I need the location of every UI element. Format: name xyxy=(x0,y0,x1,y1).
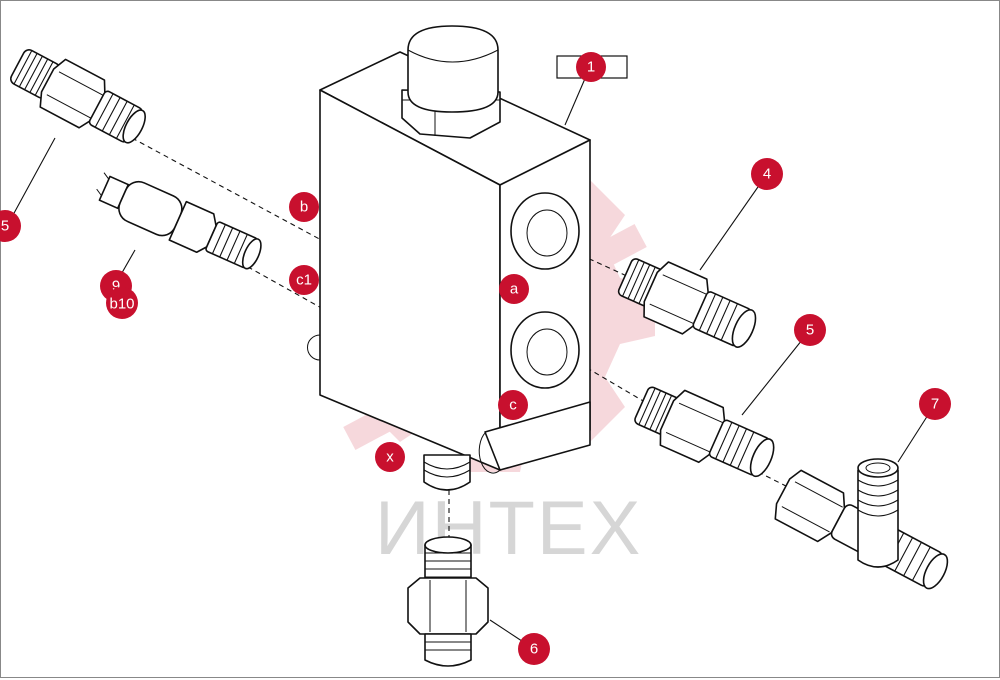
tee-fitting-7 xyxy=(774,458,949,590)
callout-6: 6 xyxy=(518,633,550,665)
callout-9-label: 9 xyxy=(112,278,120,295)
callout-port-b: b xyxy=(289,192,319,222)
callout-5-left: 5 xyxy=(0,210,21,242)
callout-1: 1 xyxy=(576,52,606,82)
callout-port-b-label: b xyxy=(300,199,308,216)
fitting-5-left xyxy=(10,49,146,144)
fitting-4 xyxy=(617,258,757,348)
callout-port-c: c xyxy=(498,390,528,420)
callout-5-right-label: 5 xyxy=(806,322,814,339)
callout-port-a-label: a xyxy=(510,281,519,298)
valve-block xyxy=(307,25,591,491)
callout-4: 4 xyxy=(751,158,783,190)
callout-5-right: 5 xyxy=(794,314,826,346)
callout-port-c-label: c xyxy=(509,397,517,414)
callout-5-left-label: 5 xyxy=(1,218,9,235)
callout-port-x: x xyxy=(375,442,405,472)
pressure-switch xyxy=(96,172,262,270)
fitting-6 xyxy=(407,536,489,667)
callout-port-c1-label: c1 xyxy=(296,272,312,289)
callout-7-label: 7 xyxy=(931,396,939,413)
callout-b10: b10 xyxy=(106,287,138,319)
watermark-text: ИНТЕХ xyxy=(375,486,642,571)
callout-port-x-label: x xyxy=(386,449,394,466)
callout-port-a: a xyxy=(499,274,529,304)
callout-7: 7 xyxy=(919,388,951,420)
callout-b10-label: b10 xyxy=(109,296,134,313)
callout-4-label: 4 xyxy=(763,166,771,183)
callout-port-c1: c1 xyxy=(289,265,319,295)
callout-1-label: 1 xyxy=(587,59,595,76)
fitting-5-right xyxy=(634,386,775,478)
callout-6-label: 6 xyxy=(530,641,538,658)
